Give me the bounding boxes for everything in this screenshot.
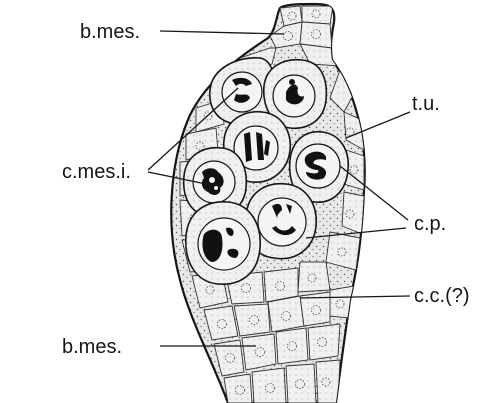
label-b-mes-bottom: b.mes. (62, 336, 122, 358)
label-b-mes-top: b.mes. (80, 21, 140, 43)
label-c-c: c.c.(?) (414, 285, 470, 307)
label-c-mes-i: c.mes.i. (62, 161, 131, 183)
label-tu: t.u. (412, 93, 440, 115)
leader-b-mes-top (160, 31, 284, 34)
large-cell-7 (186, 202, 260, 284)
label-c-p: c.p. (414, 213, 446, 235)
